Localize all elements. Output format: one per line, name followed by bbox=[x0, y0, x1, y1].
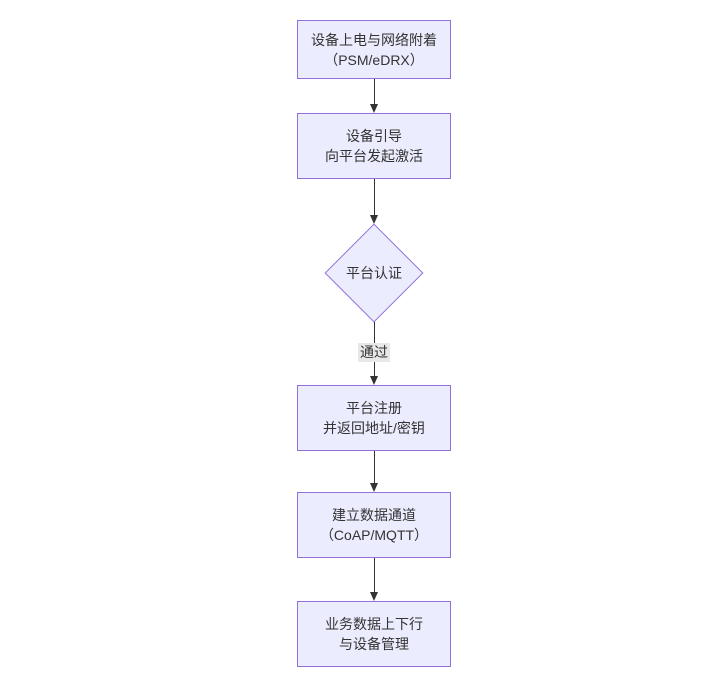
arrow-line bbox=[373, 558, 375, 592]
arrowhead-icon bbox=[370, 483, 378, 492]
node-label-line: 平台注册 bbox=[346, 400, 402, 416]
node-label-line: 建立数据通道 bbox=[332, 507, 416, 523]
node-label-line: （PSM/eDRX） bbox=[324, 51, 424, 68]
edge-arrow-power-to-bootstrap bbox=[370, 79, 378, 113]
edge-arrow-channel-to-business bbox=[370, 558, 378, 601]
node-label-line: 平台认证 bbox=[346, 265, 402, 281]
arrowhead-icon bbox=[370, 104, 378, 113]
edge-arrow-register-to-channel bbox=[370, 451, 378, 492]
node-label-line: （CoAP/MQTT） bbox=[319, 527, 429, 543]
node-platform-register: 平台注册 并返回地址/密钥 bbox=[297, 385, 451, 451]
arrow-line bbox=[373, 451, 375, 483]
node-data-channel: 建立数据通道 （CoAP/MQTT） bbox=[297, 492, 451, 558]
arrow-line bbox=[373, 79, 375, 104]
node-business-data: 业务数据上下行 与设备管理 bbox=[297, 601, 451, 667]
edge-label-pass: 通过 bbox=[358, 343, 390, 362]
arrowhead-icon bbox=[370, 592, 378, 601]
edge-arrow-bootstrap-to-auth bbox=[370, 179, 378, 224]
node-platform-auth: 平台认证 bbox=[324, 223, 424, 323]
node-label-line: 设备引导 bbox=[346, 128, 402, 144]
arrowhead-icon bbox=[370, 215, 378, 224]
node-label-line: 向平台发起激活 bbox=[325, 148, 423, 164]
node-label-line: 并返回地址/密钥 bbox=[323, 420, 425, 436]
arrowhead-icon bbox=[370, 376, 378, 385]
node-label-line: 业务数据上下行 bbox=[325, 616, 423, 632]
node-device-power-attach: 设备上电与网络附着 （PSM/eDRX） bbox=[297, 20, 451, 79]
node-device-bootstrap: 设备引导 向平台发起激活 bbox=[297, 113, 451, 179]
arrow-line bbox=[373, 179, 375, 215]
node-label-line: 设备上电与网络附着 bbox=[311, 31, 437, 48]
node-label-line: 与设备管理 bbox=[339, 636, 409, 652]
